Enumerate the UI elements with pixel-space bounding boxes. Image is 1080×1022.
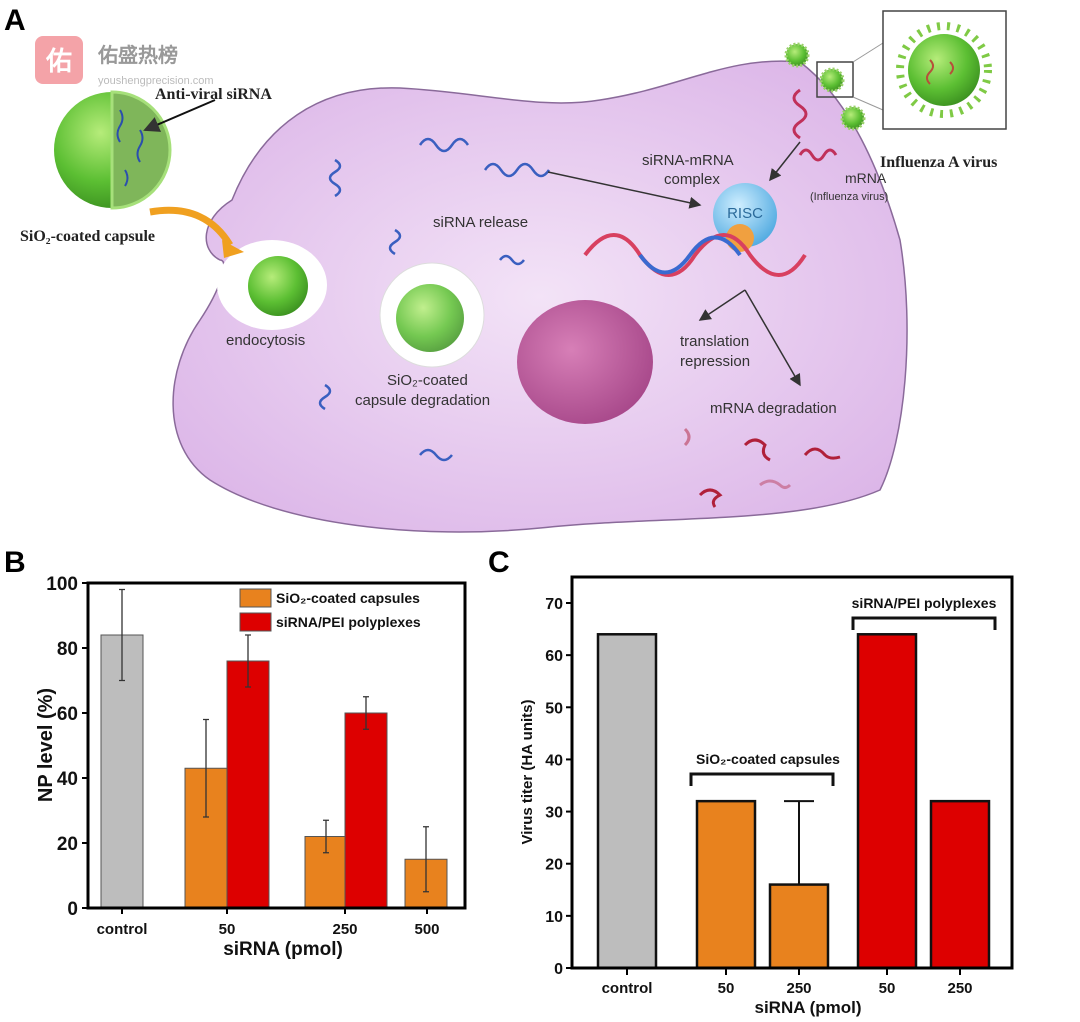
sio2-capsule-icon <box>54 90 172 210</box>
watermark-url: youshengprecision.com <box>98 75 214 87</box>
target-mrna-strand <box>583 233 807 277</box>
y-tick-label: 10 <box>545 909 563 926</box>
y-axis-label: Virus titer (HA units) <box>519 699 536 844</box>
degradation-arrow <box>744 289 801 387</box>
endocytosed-capsule <box>248 256 308 316</box>
error-bar-capsules-250 <box>784 800 814 885</box>
x-tick-label: 250 <box>947 980 972 997</box>
legend-swatch-capsules <box>239 588 272 608</box>
bar-polyplexes-50 <box>226 660 270 909</box>
label-translation-2: repression <box>680 353 750 370</box>
group-label-polyplexes: siRNA/PEI polyplexes <box>852 595 997 611</box>
label-influenza: Influenza A virus <box>880 154 997 171</box>
mrna-arrow <box>769 141 801 182</box>
plot-frame <box>86 581 467 910</box>
x-tick-label: 50 <box>219 921 236 938</box>
panel-label-b: B <box>4 546 26 579</box>
label-mrna: mRNA <box>845 170 887 186</box>
watermark-logo: 佑 佑盛热榜 youshengprecision.com <box>35 36 214 87</box>
x-axis-label: siRNA (pmol) <box>223 939 343 960</box>
y-tick-label: 100 <box>46 574 78 595</box>
plot-frame <box>570 575 1014 970</box>
degrading-capsule <box>396 284 464 352</box>
watermark-logo-char: 佑 <box>45 46 72 76</box>
uptake-arrow <box>149 206 234 247</box>
x-tick-label: 50 <box>879 980 896 997</box>
chart-virus-titer: control 50 250 50 250 0 10 20 30 40 50 60 70 Virus t… <box>519 575 1014 1017</box>
pointer-arrow <box>143 99 216 132</box>
degraded-mrna-fragments <box>683 427 841 508</box>
panel-label-c: C <box>488 546 510 579</box>
y-tick-label: 0 <box>554 961 563 978</box>
x-axis-label: siRNA (pmol) <box>754 998 861 1017</box>
bar-polyplexes-250 <box>344 712 388 909</box>
bar-polyplexes-50 <box>856 633 918 970</box>
y-tick-label: 80 <box>57 639 78 660</box>
sirna-arrow <box>547 171 702 209</box>
y-axis-label: NP level (%) <box>35 688 57 802</box>
legend-label-polyplexes: siRNA/PEI polyplexes <box>276 614 421 630</box>
bar-polyplexes-250 <box>929 799 991 970</box>
error-bar-polyplexes-50 <box>245 634 251 688</box>
virus-zoom-inset <box>882 10 1007 130</box>
y-tick-label: 60 <box>545 648 563 665</box>
y-tick-label: 20 <box>57 834 78 855</box>
label-degradation-1: SiO₂-coated <box>387 372 468 389</box>
label-mrna-degradation: mRNA degradation <box>710 400 837 417</box>
y-tick-label: 60 <box>57 704 78 725</box>
repression-arrow <box>698 289 746 321</box>
label-complex-2: complex <box>664 171 720 188</box>
y-tick-label: 70 <box>545 596 563 613</box>
y-tick-label: 30 <box>545 805 563 822</box>
label-translation-1: translation <box>680 333 749 350</box>
label-complex-1: siRNA-mRNA <box>642 152 734 169</box>
x-tick-label: 250 <box>786 980 811 997</box>
legend: SiO₂-coated capsules siRNA/PEI polyplexe… <box>239 588 421 632</box>
bar-capsules-250 <box>768 883 830 970</box>
label-mrna-sub: (Influenza virus) <box>810 191 888 203</box>
x-tick-label: 500 <box>414 921 439 938</box>
legend-label-capsules: SiO₂-coated capsules <box>276 590 420 606</box>
viral-mrna <box>792 88 838 162</box>
error-bar-polyplexes-250 <box>363 696 369 730</box>
y-tick-label: 50 <box>545 700 563 717</box>
group-label-capsules: SiO₂-coated capsules <box>696 751 840 767</box>
bar-capsules-50 <box>695 799 757 970</box>
legend-swatch-polyplexes <box>239 612 272 632</box>
sirna-strand <box>638 235 742 275</box>
y-tick-label: 40 <box>545 752 563 769</box>
group-bracket-capsules <box>689 772 835 786</box>
bar-control-control <box>596 633 658 970</box>
cell-body <box>172 60 908 533</box>
x-tick-label: 50 <box>718 980 735 997</box>
nucleus <box>517 300 653 424</box>
x-tick-label: 250 <box>332 921 357 938</box>
error-bar-control-control <box>119 588 125 682</box>
watermark-name: 佑盛热榜 <box>97 43 178 67</box>
virus-particles <box>784 42 884 131</box>
error-bar-capsules-250 <box>323 819 329 854</box>
y-tick-label: 20 <box>545 857 563 874</box>
error-bar-capsules-50 <box>203 718 209 818</box>
x-tick-label: control <box>97 921 148 938</box>
y-tick-label: 40 <box>57 769 78 790</box>
label-capsule: SiO₂-coated capsule <box>20 228 155 245</box>
group-bracket-polyplexes <box>851 616 997 630</box>
y-tick-label: 0 <box>67 899 78 920</box>
label-sirna-release: siRNA release <box>433 214 528 231</box>
x-tick-label: control <box>602 980 653 997</box>
label-degradation-2: capsule degradation <box>355 392 490 409</box>
error-bar-capsules-500 <box>423 826 429 893</box>
sirna-helices <box>318 137 551 462</box>
chart-np-level: 0 20 40 60 80 100 control 50 250 500 NP level (%)… <box>35 574 467 960</box>
panel-label-a: A <box>4 4 26 37</box>
label-anti-viral-sirna: Anti-viral siRNA <box>155 86 272 103</box>
label-endocytosis: endocytosis <box>226 332 305 349</box>
uptake-arrowhead <box>222 240 244 258</box>
label-risc: RISC <box>727 205 763 222</box>
